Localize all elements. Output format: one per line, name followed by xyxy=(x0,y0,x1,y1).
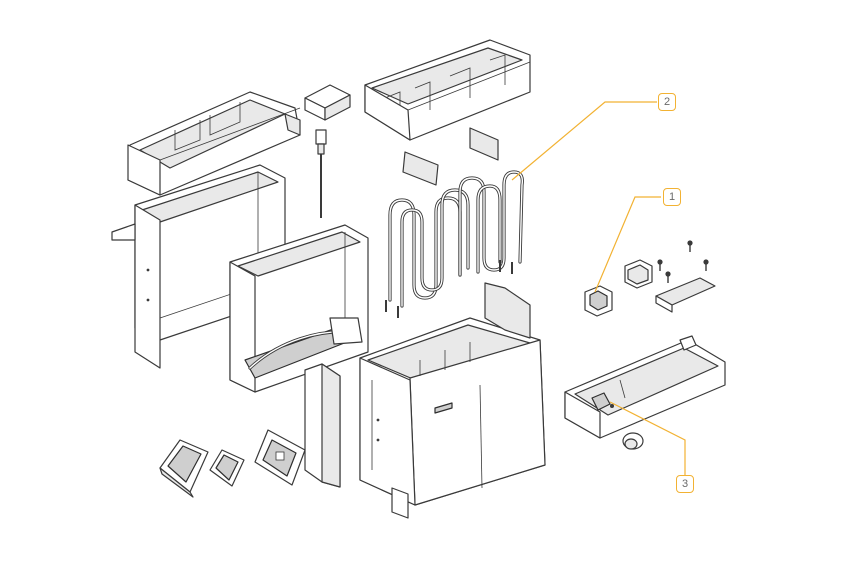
sensor-rod xyxy=(315,129,327,218)
contactor-part xyxy=(624,259,653,289)
callout-2-label: 2 xyxy=(663,96,671,108)
front-cover-plate xyxy=(304,363,341,488)
top-stone-tray-left xyxy=(127,91,301,196)
relay-part xyxy=(584,285,613,317)
control-panel-b xyxy=(209,449,245,487)
leader-lines xyxy=(511,101,686,476)
control-panel-c xyxy=(254,429,306,486)
plate-small-1 xyxy=(469,127,499,161)
leader-line-1 xyxy=(594,196,661,293)
knob-part xyxy=(622,432,644,450)
small-block-part xyxy=(304,84,351,121)
callout-3: 3 xyxy=(676,475,694,493)
callout-1: 1 xyxy=(663,188,681,206)
callout-3-label: 3 xyxy=(681,478,689,490)
leader-line-3 xyxy=(609,401,686,476)
top-stone-grate xyxy=(364,39,531,141)
leader-line-2 xyxy=(511,101,657,181)
callout-2: 2 xyxy=(658,93,676,111)
plate-small-2 xyxy=(402,151,439,186)
screws xyxy=(657,240,709,283)
electrical-tray xyxy=(564,335,726,439)
heating-elements xyxy=(385,170,524,318)
inner-frame xyxy=(229,224,369,393)
circuit-board xyxy=(655,277,716,313)
heater-body xyxy=(359,282,546,519)
callout-1-label: 1 xyxy=(668,191,676,203)
control-panel-a xyxy=(159,439,209,498)
